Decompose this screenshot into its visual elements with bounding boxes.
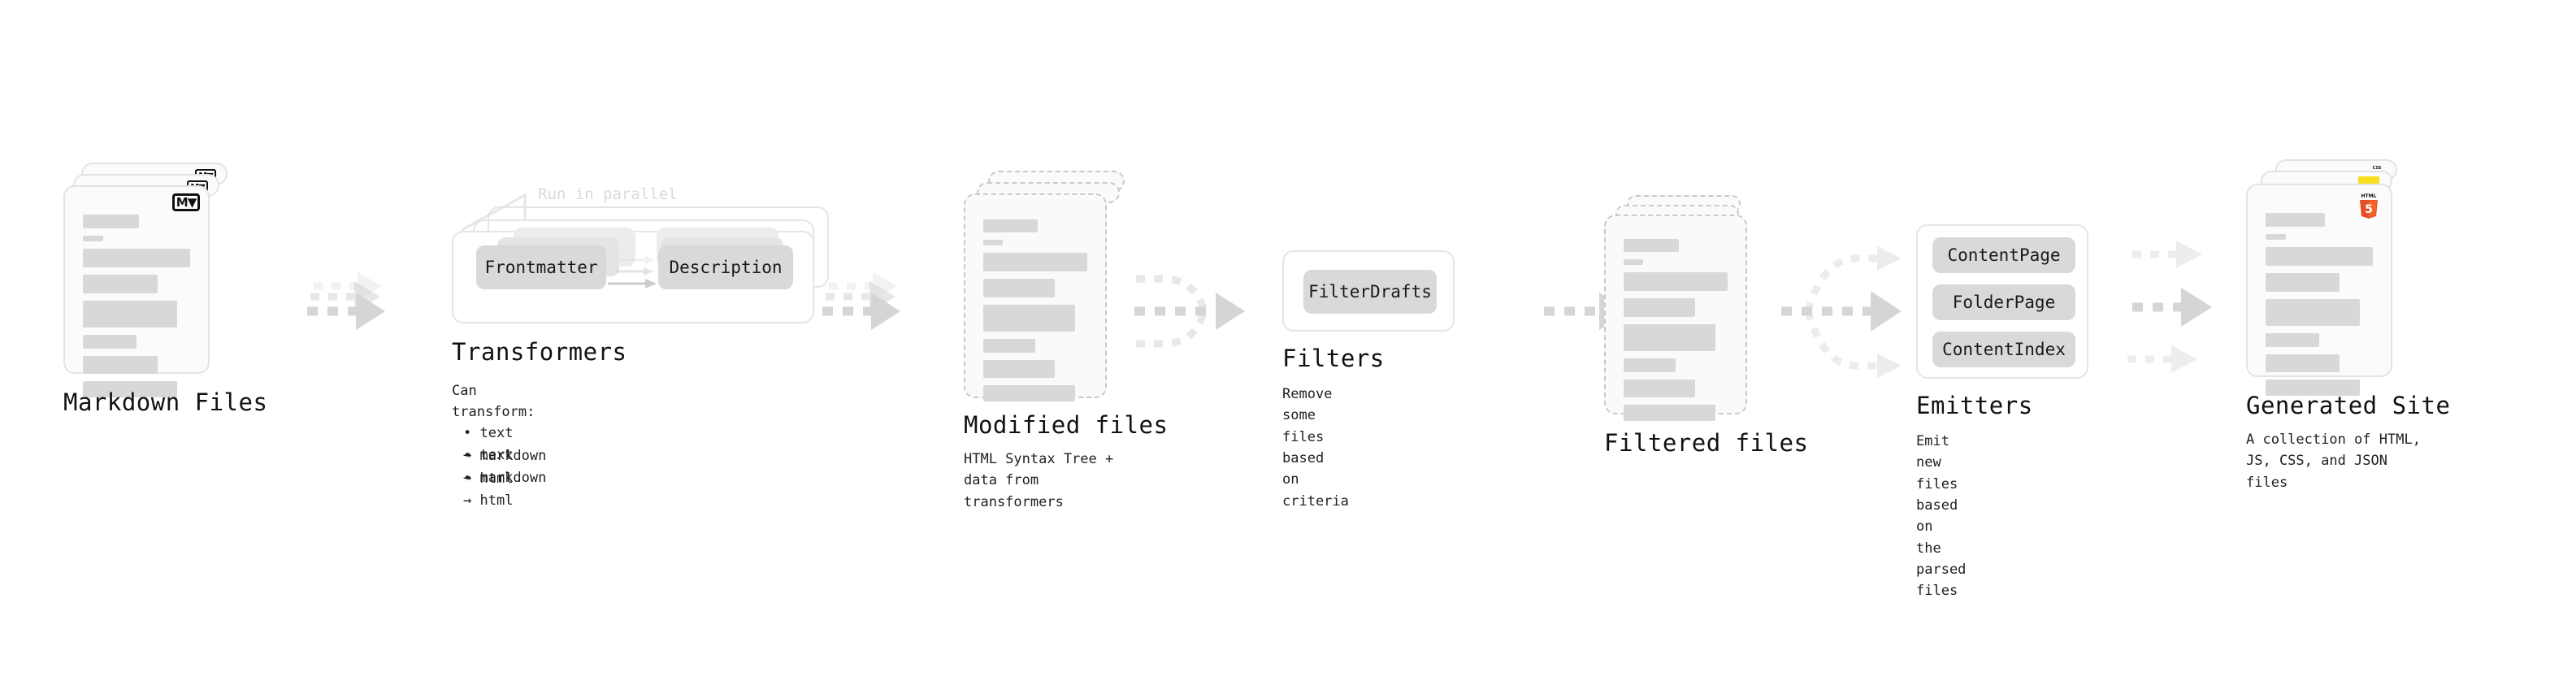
chip-description[interactable]: Description bbox=[658, 245, 793, 289]
chip-label: FilterDrafts bbox=[1308, 282, 1432, 301]
file-content-placeholder bbox=[2266, 213, 2373, 403]
chip-label: FolderPage bbox=[1952, 293, 2056, 312]
chip-contentpage[interactable]: ContentPage bbox=[1932, 237, 2075, 273]
chip-filterdrafts[interactable]: FilterDrafts bbox=[1303, 270, 1437, 314]
transform-bullet-0: • text → text bbox=[463, 425, 514, 463]
stage-title-filters: Filters bbox=[1282, 345, 1385, 372]
transform-bullet-2: • html → html bbox=[463, 471, 514, 509]
generated-site-stack: CSS HTML 5 bbox=[2246, 159, 2425, 396]
connector-emitters-to-site bbox=[2127, 241, 2212, 373]
stage-modified-files: Modified files HTML Syntax Tree + data f… bbox=[964, 171, 1168, 510]
stage-title-markdown-files: Markdown Files bbox=[63, 388, 268, 416]
chip-folderpage[interactable]: FolderPage bbox=[1932, 284, 2075, 320]
svg-text:HTML: HTML bbox=[2361, 193, 2377, 199]
markdown-file-stack: M▼ M▼ M▼ bbox=[63, 163, 234, 397]
stage-generated-site: CSS HTML 5 bbox=[2246, 159, 2450, 491]
connector-md-to-transformers bbox=[307, 272, 385, 330]
markdown-icon: M▼ bbox=[172, 193, 200, 211]
connector-transformers-to-modified bbox=[822, 272, 900, 330]
connector-filtered-to-emitters bbox=[1781, 246, 1902, 378]
svg-text:5: 5 bbox=[2365, 203, 2373, 216]
file-content-placeholder bbox=[83, 215, 190, 405]
stage-title-generated-site: Generated Site bbox=[2246, 392, 2451, 419]
modified-file-stack bbox=[964, 171, 1134, 401]
html-file-front: HTML 5 bbox=[2246, 184, 2392, 396]
html5-icon: HTML 5 bbox=[2357, 192, 2381, 219]
transformer-inner-arrows bbox=[608, 256, 657, 288]
transform-bullet-1: • markdown → markdown bbox=[463, 448, 547, 486]
stage-title-modified-files: Modified files bbox=[964, 411, 1169, 439]
chip-contentindex[interactable]: ContentIndex bbox=[1932, 332, 2075, 367]
connector-modified-to-filters bbox=[1134, 275, 1245, 348]
filtered-file-front bbox=[1604, 215, 1747, 421]
stage-desc-transformers: Can transform: bbox=[452, 383, 536, 421]
filtered-file-stack bbox=[1604, 195, 1775, 421]
chip-label: Description bbox=[669, 258, 783, 277]
file-content-placeholder bbox=[1624, 239, 1728, 428]
stage-title-transformers: Transformers bbox=[452, 338, 627, 366]
modified-file-front bbox=[964, 193, 1107, 401]
file-content-placeholder bbox=[983, 219, 1087, 409]
chip-frontmatter[interactable]: Frontmatter bbox=[476, 245, 606, 289]
svg-text:CSS: CSS bbox=[2373, 166, 2382, 171]
filter-group: FilterDrafts bbox=[1282, 250, 1455, 332]
stage-desc-filters: Remove some files based on criteria bbox=[1282, 386, 1349, 510]
stage-title-emitters: Emitters bbox=[1916, 392, 2033, 419]
stage-desc-modified-files: HTML Syntax Tree + data from transformer… bbox=[964, 451, 1114, 510]
emitter-group: ContentPage FolderPage ContentIndex bbox=[1916, 224, 2088, 379]
stage-filtered-files: Filtered files bbox=[1604, 195, 1808, 457]
stage-desc-generated-site: A collection of HTML, JS, CSS, and JSON … bbox=[2246, 432, 2421, 491]
markdown-file-front: M▼ bbox=[63, 185, 210, 397]
chip-label: ContentPage bbox=[1947, 245, 2061, 265]
transformer-group-front: Frontmatter Description bbox=[452, 228, 814, 323]
stage-markdown-files: M▼ M▼ M▼ bbox=[63, 163, 267, 416]
stage-desc-emitters: Emit new files based on the parsed files bbox=[1916, 433, 1967, 600]
chip-label: ContentIndex bbox=[1942, 340, 2066, 359]
run-in-parallel-hint: Run in parallel bbox=[538, 185, 678, 203]
chip-label: Frontmatter bbox=[484, 258, 598, 277]
stage-title-filtered-files: Filtered files bbox=[1604, 429, 1809, 457]
